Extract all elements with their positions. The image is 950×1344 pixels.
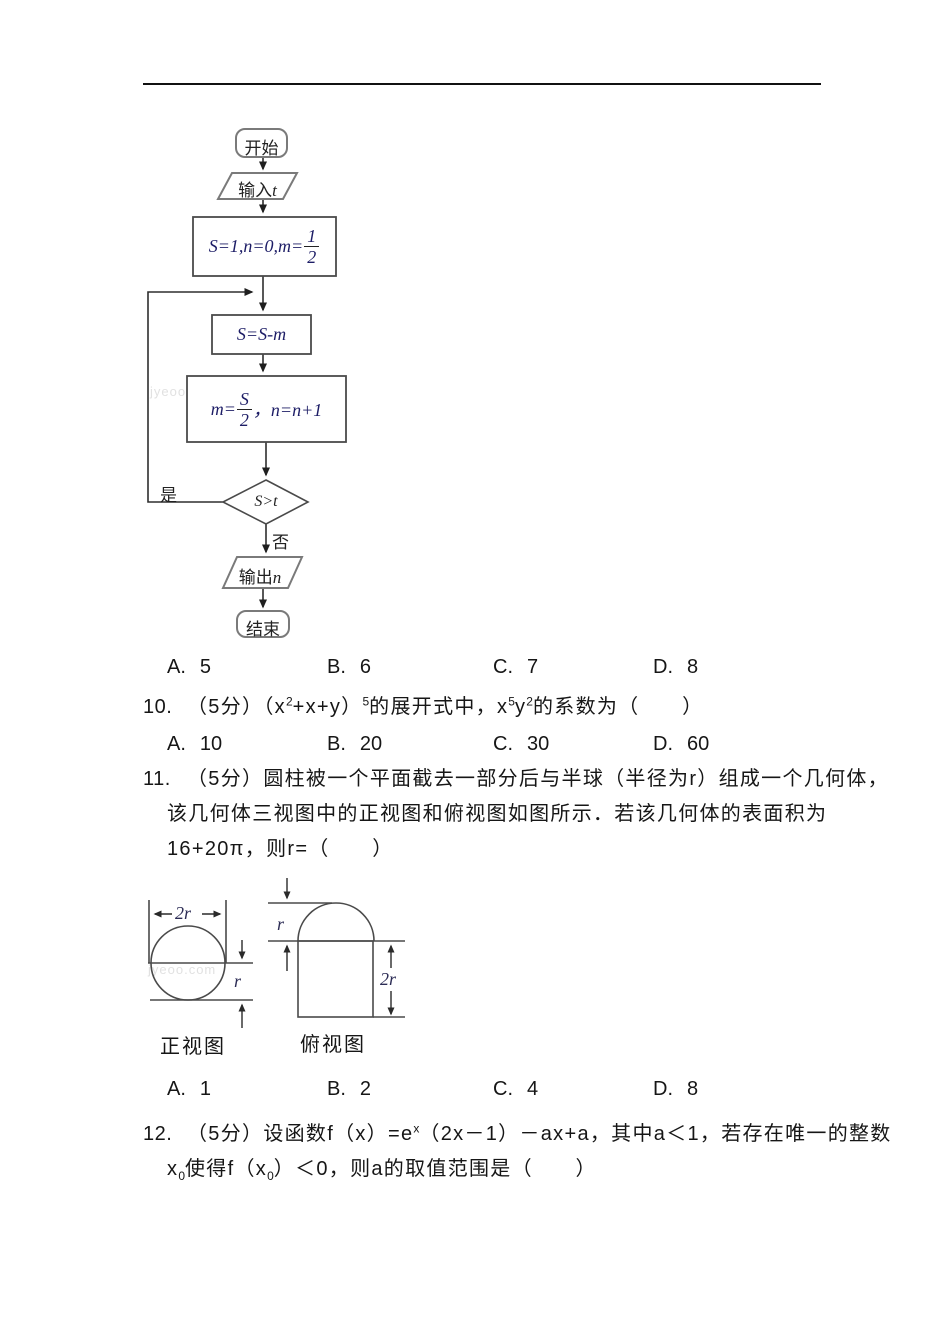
loop-connector-yes (147, 288, 254, 503)
q9-options-row: A. 5 B. 6 C. 7 D. 8 (0, 656, 950, 682)
question-12-line1: 12. （5分）设函数f（x）=ex（2x－1）－ax+a，其中a＜1，若存在唯一… (143, 1117, 892, 1146)
option-label: C. (493, 1078, 513, 1100)
update-expression-n: ，n=n+1 (252, 400, 323, 420)
q10-option-c: C. 30 (493, 733, 549, 756)
q11-option-d: D. 8 (653, 1078, 698, 1101)
q11-figure-svg (148, 878, 405, 1028)
option-label: B. (327, 656, 346, 678)
watermark: jyeoo.com (148, 962, 217, 977)
fraction-numerator: S (236, 390, 252, 410)
option-label: C. (493, 733, 513, 755)
option-label: A. (167, 733, 186, 755)
output-text: 输出 (238, 568, 273, 587)
q11-options-row: A. 1 B. 2 C. 4 D. 8 (0, 1078, 950, 1104)
update-expression-m: m= (210, 398, 236, 419)
option-value: 20 (359, 733, 383, 755)
top-square (297, 940, 374, 1018)
step-node-label: S=S-m (212, 315, 311, 354)
option-value: 1 (199, 1078, 212, 1100)
start-node-shape (235, 128, 288, 158)
option-value: 7 (527, 656, 539, 678)
update-node-shape (186, 375, 347, 443)
question-11-line2: 该几何体三视图中的正视图和俯视图如图所示．若该几何体的表面积为 (167, 803, 828, 825)
front-view-caption: 正视图 (160, 1036, 226, 1058)
decision-node-label: S>t (254, 493, 278, 510)
end-node-shape (236, 610, 290, 638)
option-value: 5 (199, 656, 212, 678)
question-text: （5分）设函数f（x）=ex（2x－1）－ax+a，其中a＜1，若存在唯一的整数 (187, 1121, 892, 1145)
q10-option-b: B. 20 (327, 733, 382, 756)
option-value: 8 (687, 656, 699, 678)
step-node-shape (211, 314, 312, 355)
fraction-numerator: 1 (304, 227, 320, 247)
input-text: 输入 (238, 181, 273, 200)
option-value: 4 (527, 1078, 539, 1100)
q10-option-d: D. 60 (653, 733, 709, 756)
front-width-dimension: 2r (175, 903, 192, 923)
option-label: B. (327, 1078, 346, 1100)
option-label: D. (653, 656, 673, 678)
q9-option-c: C. 7 (493, 656, 538, 679)
question-number: 10. (143, 696, 173, 718)
front-gap-dimension: r (234, 971, 242, 991)
option-label: A. (167, 656, 186, 678)
q9-option-a: A. 5 (167, 656, 211, 679)
question-11-line1: 11. （5分）圆柱被一个平面截去一部分后与半球（半径为r）组成一个几何体， (143, 762, 889, 791)
init-expression: S=1,n=0,m= (208, 236, 304, 256)
option-value: 2 (359, 1078, 372, 1100)
output-node-label: 输出n (220, 563, 300, 588)
start-node-label: 开始 (244, 139, 279, 158)
option-value: 10 (199, 733, 223, 755)
option-value: 60 (687, 733, 710, 755)
output-variable: n (272, 568, 282, 587)
question-number: 12. (143, 1123, 173, 1145)
yes-branch-label: 是 (160, 486, 177, 505)
step-expression: S=S-m (236, 324, 287, 344)
end-node-label: 结束 (246, 620, 280, 639)
question-12-line2: x0使得f（x0）＜0，则a的取值范围是（ ） (167, 1158, 597, 1183)
q11-option-c: C. 4 (493, 1078, 538, 1101)
top-view-caption: 俯视图 (300, 1034, 366, 1056)
top-dome-dimension: r (277, 914, 285, 934)
q11-option-b: B. 2 (327, 1078, 371, 1101)
option-label: D. (653, 733, 673, 755)
option-value: 30 (527, 733, 550, 755)
question-text: （5分）（x2+x+y）5的展开式中，x5y2的系数为（ ） (187, 694, 704, 718)
question-number: 11. (143, 768, 171, 790)
input-node-label: 输入t (218, 176, 297, 201)
q9-option-d: D. 8 (653, 656, 698, 679)
option-label: D. (653, 1078, 673, 1100)
q11-figure: 2r r r 2r 正视图 俯视图 (130, 870, 430, 1070)
top-divider (143, 83, 821, 85)
q11-option-a: A. 1 (167, 1078, 211, 1101)
top-dome-arc (297, 902, 375, 942)
fraction-denominator: 2 (239, 409, 249, 430)
q10-option-a: A. 10 (167, 733, 222, 756)
output-node-shape (221, 556, 304, 589)
decision-node-shape (221, 479, 310, 525)
no-branch-label: 否 (272, 533, 289, 552)
top-height-dimension: 2r (380, 969, 397, 989)
flowchart-svg (147, 128, 347, 638)
option-label: A. (167, 1078, 186, 1100)
option-label: C. (493, 656, 513, 678)
option-value: 6 (359, 656, 372, 678)
question-10: 10. （5分）（x2+x+y）5的展开式中，x5y2的系数为（ ） (143, 690, 703, 719)
question-text: （5分）圆柱被一个平面截去一部分后与半球（半径为r）组成一个几何体， (187, 768, 889, 790)
fraction-denominator: 2 (307, 247, 317, 267)
input-variable: t (272, 181, 277, 200)
option-label: B. (327, 733, 346, 755)
question-11-line3: 16+20π，则r=（ ） (167, 838, 394, 860)
input-node-shape (216, 172, 299, 200)
q9-option-b: B. 6 (327, 656, 371, 679)
q10-options-row: A. 10 B. 20 C. 30 D. 60 (0, 733, 950, 759)
option-value: 8 (687, 1078, 699, 1100)
